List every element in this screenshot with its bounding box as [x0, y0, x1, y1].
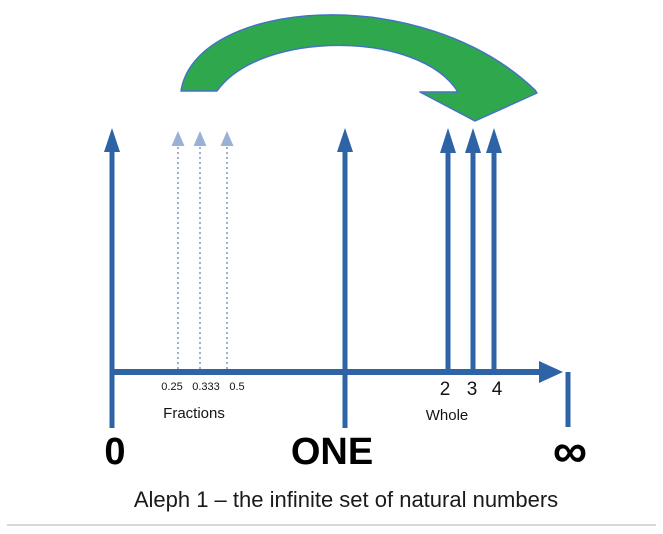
one-arrow	[337, 128, 353, 428]
whole-group-label: Whole	[425, 407, 469, 424]
whole-value-label: 2	[439, 379, 451, 400]
whole-value-label: 4	[491, 379, 503, 400]
fraction-value-label: 0.5	[229, 381, 245, 393]
infinity-tick	[565, 372, 571, 427]
fractions-group-label: Fractions	[163, 405, 225, 422]
curved-mapping-arrow-icon	[180, 14, 538, 122]
whole-value-label: 3	[466, 379, 478, 400]
one-endpoint-label: ONE	[290, 431, 374, 473]
fraction-arrows	[171, 131, 234, 369]
bottom-separator-line	[7, 524, 656, 526]
infinity-endpoint-label: ∞	[552, 425, 588, 478]
fraction-value-label: 0.25	[161, 381, 183, 393]
number-line-axis	[110, 361, 563, 383]
diagram-caption: Aleph 1 – the infinite set of natural nu…	[133, 487, 559, 512]
zero-arrow	[104, 128, 120, 428]
zero-endpoint-label: 0	[104, 431, 126, 473]
fraction-value-label: 0.333	[192, 381, 220, 393]
whole-number-arrows	[440, 128, 502, 369]
